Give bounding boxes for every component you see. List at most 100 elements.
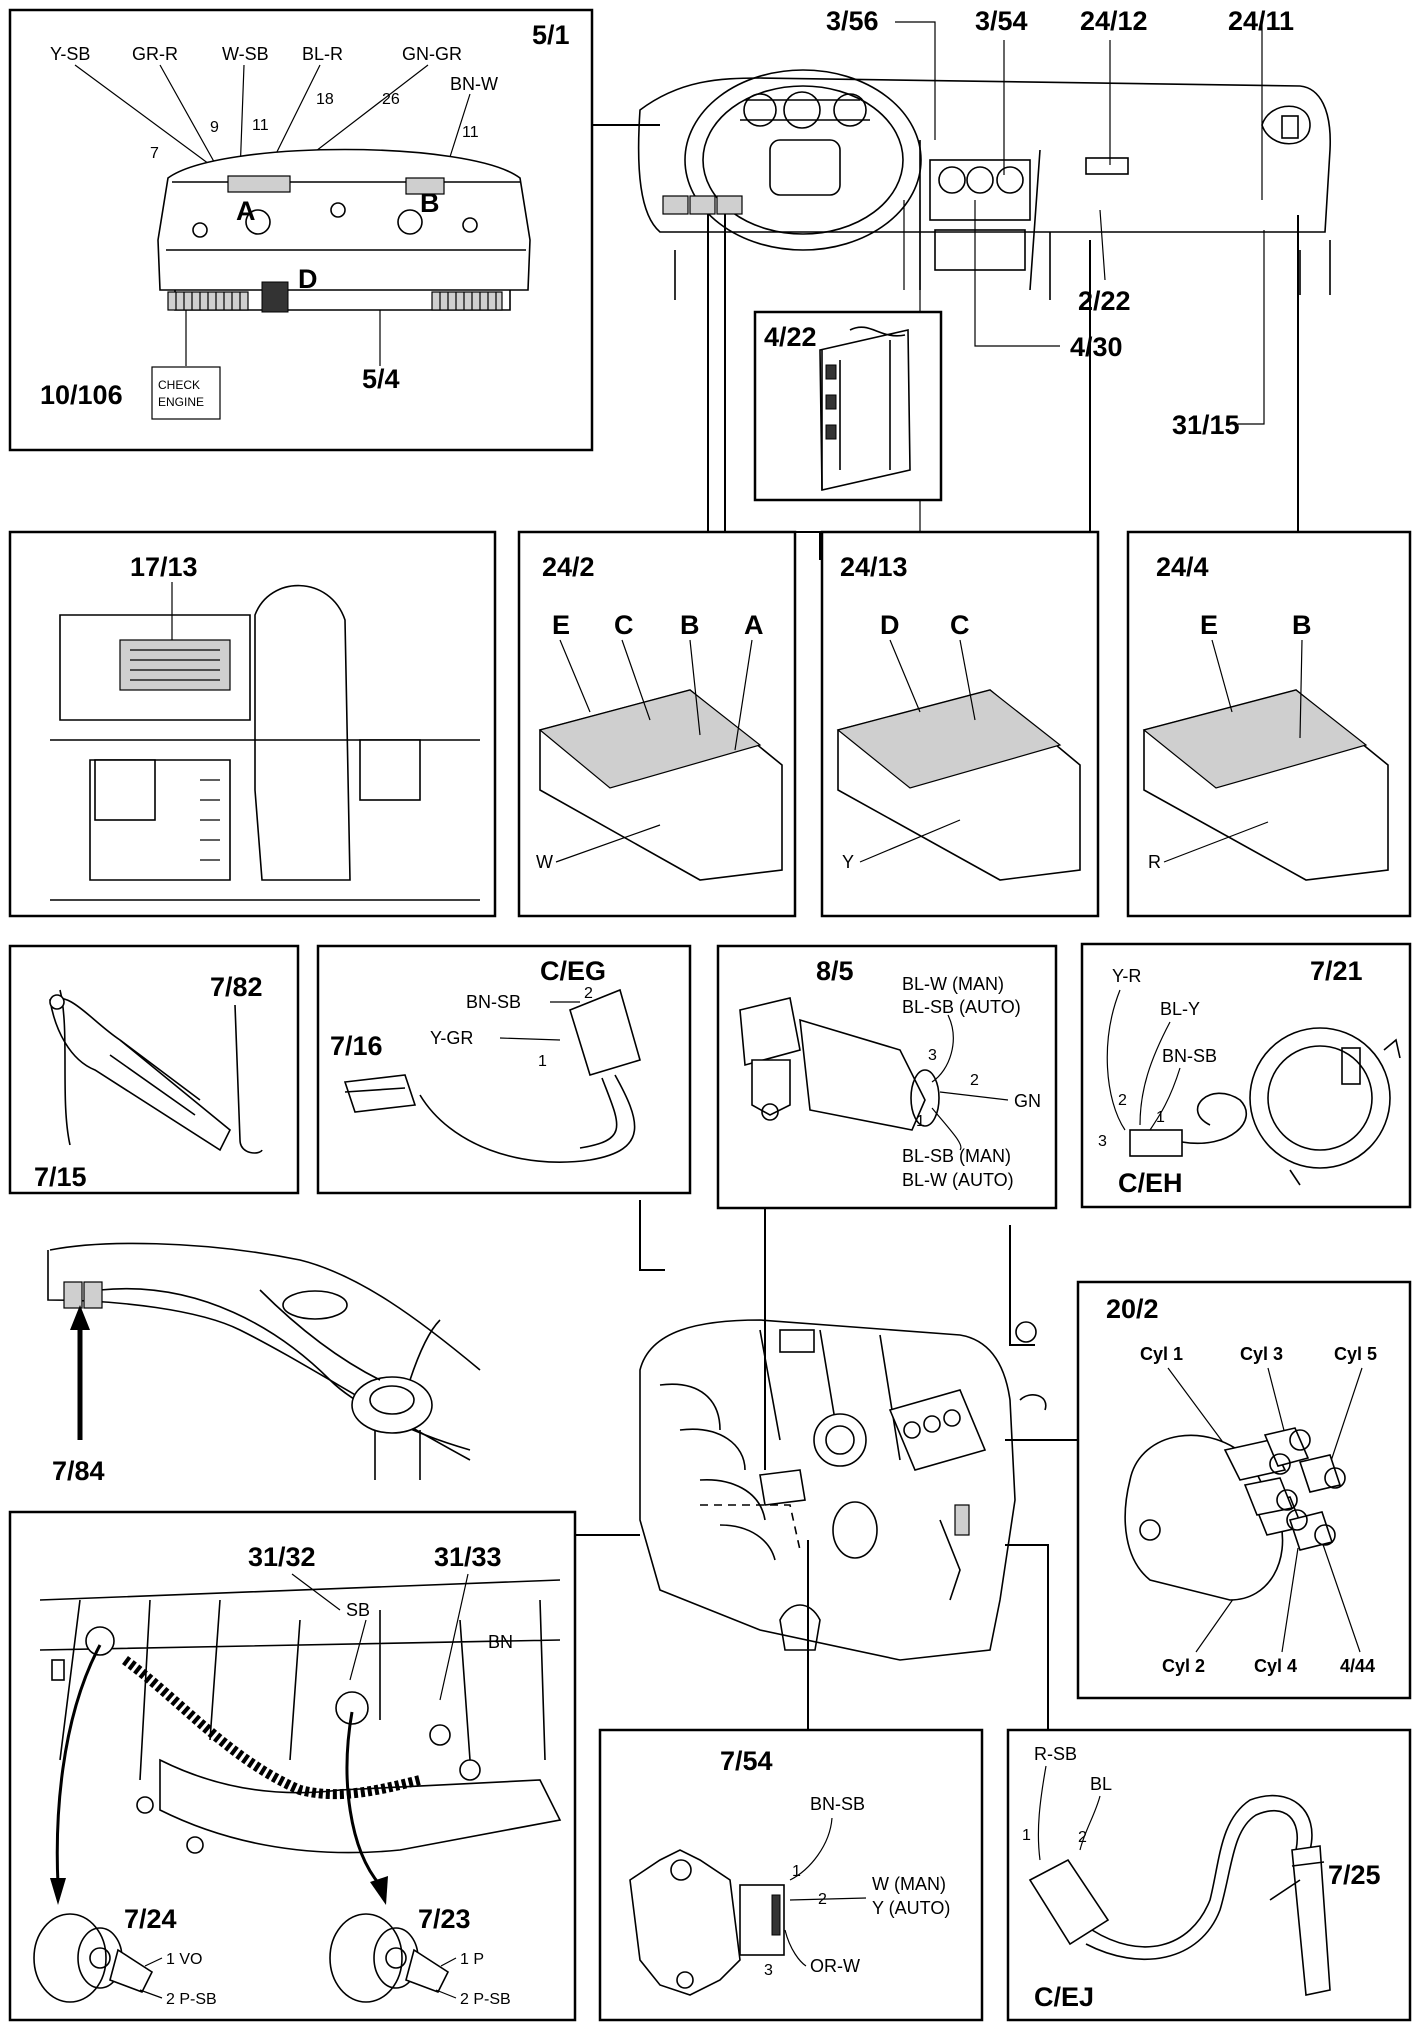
jb2-sec-d: D	[880, 610, 900, 640]
rpm-sensor-mount	[954, 1504, 970, 1536]
temp-connector-shape	[569, 988, 641, 1076]
steering-wheel	[684, 69, 922, 251]
fusebox-a	[662, 195, 689, 215]
idle-pin1-auto: BL-W (AUTO)	[902, 1170, 1014, 1190]
pin-18: 18	[316, 91, 334, 108]
wire-gn-gr: GN-GR	[402, 44, 462, 64]
connector-a-block	[227, 175, 291, 193]
jb2-color: Y	[842, 852, 854, 872]
cluster-post-a	[245, 209, 271, 235]
connector-b-label: B	[420, 188, 440, 218]
air-ref: 7/54	[720, 1746, 773, 1776]
rpm-wire-bl: BL	[1090, 1774, 1112, 1794]
ref-24-12: 24/12	[1080, 6, 1148, 36]
idle-pin-2: 2	[970, 1072, 979, 1089]
jb3-sec-e: E	[1200, 610, 1218, 640]
glovebox-switch	[1085, 157, 1129, 175]
jb3-sec-b: B	[1292, 610, 1312, 640]
air-wire-2-auto: Y (AUTO)	[872, 1898, 950, 1918]
fusebox-b	[689, 195, 716, 215]
rpm-pin-1: 1	[1022, 1827, 1031, 1844]
idle-pin-3: 3	[928, 1047, 937, 1064]
dashboard-drawing: 3/56 3/54 24/12 24/11 2/22 4/30 31/15	[637, 6, 1331, 540]
rpm-ref: 7/25	[1328, 1860, 1381, 1890]
panel-diag-socket: 17/13	[8, 530, 497, 918]
knock-sensor-2	[329, 1913, 403, 2003]
rpm-pin-2: 2	[1078, 1829, 1087, 1846]
panel-air-sensor: 7/54 BN-SB W (MAN) Y (AUTO) OR-W 1 2 3	[598, 1728, 984, 2022]
hall-pin-2: 2	[1118, 1092, 1127, 1109]
dist-cyl-2: Cyl 2	[1162, 1656, 1205, 1676]
hall-pin-1: 1	[1156, 1109, 1165, 1126]
cluster-pin-rows	[167, 291, 503, 311]
idle-pin3-auto: BL-SB (AUTO)	[902, 997, 1021, 1017]
panel-relay: 4/22	[753, 310, 943, 502]
lambda-ref-bottom: 7/15	[34, 1162, 87, 1192]
wire-w-sb: W-SB	[222, 44, 269, 64]
idle-pin-1: 1	[916, 1113, 925, 1130]
lambda-ref-top: 7/82	[210, 972, 263, 1002]
panel-lambda: 7/82 7/15	[8, 944, 300, 1195]
pin-7: 7	[150, 145, 159, 162]
wire-y-sb: Y-SB	[50, 44, 90, 64]
idle-valve-body	[799, 1018, 926, 1131]
temp-wire-bn-sb: BN-SB	[466, 992, 521, 1012]
knock-s2-pin2: 2 P-SB	[460, 1991, 511, 2008]
relay-ref: 4/22	[764, 322, 817, 352]
temp-sensor-body	[343, 1074, 417, 1113]
connector-d-label: D	[298, 264, 318, 294]
temp-pin-1: 1	[538, 1053, 547, 1070]
rpm-sensor-probe	[1291, 1845, 1331, 1996]
ref-4-30: 4/30	[1070, 332, 1123, 362]
ref-24-11: 24/11	[1228, 6, 1294, 36]
junction-box-24-2: 24/2 E C B A W	[517, 530, 797, 918]
ref-31-15: 31/15	[1172, 410, 1240, 440]
jb1-color: W	[536, 852, 553, 872]
rpm-connector-shape	[1028, 1858, 1110, 1946]
panel-rpm-sensor: R-SB BL 1 2 7/25 C/EJ	[1006, 1728, 1412, 2022]
air-wire-1: BN-SB	[810, 1794, 865, 1814]
air-wire-2-man: W (MAN)	[872, 1874, 946, 1894]
diag-socket	[119, 639, 231, 691]
jb1-ref: 24/2	[542, 552, 595, 582]
hall-pin-3: 3	[1098, 1133, 1107, 1150]
jb2-sec-c: C	[950, 610, 970, 640]
panel-instrument-cluster: 5/1 Y-SB GR-R W-SB BL-R GN-GR BN-W 7 9 1…	[8, 8, 594, 452]
hall-wire-bn-sb: BN-SB	[1162, 1046, 1217, 1066]
jb1-sec-c: C	[614, 610, 634, 640]
dist-ref: 20/2	[1106, 1294, 1159, 1324]
air-sensor-body	[629, 1849, 741, 1996]
fusebox-c	[716, 195, 743, 215]
diag-ref: 17/13	[130, 552, 198, 582]
heater-knob-2	[966, 166, 994, 194]
connector-a-label: A	[236, 196, 256, 226]
pin-26: 26	[382, 91, 400, 108]
jb2-ref: 24/13	[840, 552, 908, 582]
knock-wire-sb: SB	[346, 1600, 370, 1620]
idle-pin1-man: BL-SB (MAN)	[902, 1146, 1011, 1166]
pin-9: 9	[210, 119, 219, 136]
switch-left	[94, 759, 156, 821]
dist-cyl-3: Cyl 3	[1240, 1344, 1283, 1364]
panel-crank-ref: 7/84	[47, 1242, 481, 1486]
jb1-sec-b: B	[680, 610, 700, 640]
air-wire-3: OR-W	[810, 1956, 860, 1976]
knock-sensor-1-ref: 7/24	[124, 1904, 177, 1934]
knock-sensor-2-ref: 7/23	[418, 1904, 471, 1934]
ref-2-22: 2/22	[1078, 286, 1131, 316]
jb3-color: R	[1148, 852, 1161, 872]
idle-pin3-man: BL-W (MAN)	[902, 974, 1004, 994]
idle-ref: 8/5	[816, 956, 854, 986]
check-engine-lamp	[151, 366, 221, 420]
jb1-sec-a: A	[744, 610, 764, 640]
knock-ref-left: 31/32	[248, 1542, 316, 1572]
hall-sensor-disc	[1249, 1027, 1391, 1169]
air-pin-3: 3	[764, 1962, 773, 1979]
jb3-ref: 24/4	[1156, 552, 1209, 582]
check-engine-line2: ENGINE	[158, 395, 204, 409]
rpm-wire-r-sb: R-SB	[1034, 1744, 1077, 1764]
engine-drawing	[639, 1319, 1047, 1661]
knock-sensor-1	[33, 1913, 107, 2003]
wire-bn-w: BN-W	[450, 74, 498, 94]
cluster-post-b	[397, 209, 423, 235]
